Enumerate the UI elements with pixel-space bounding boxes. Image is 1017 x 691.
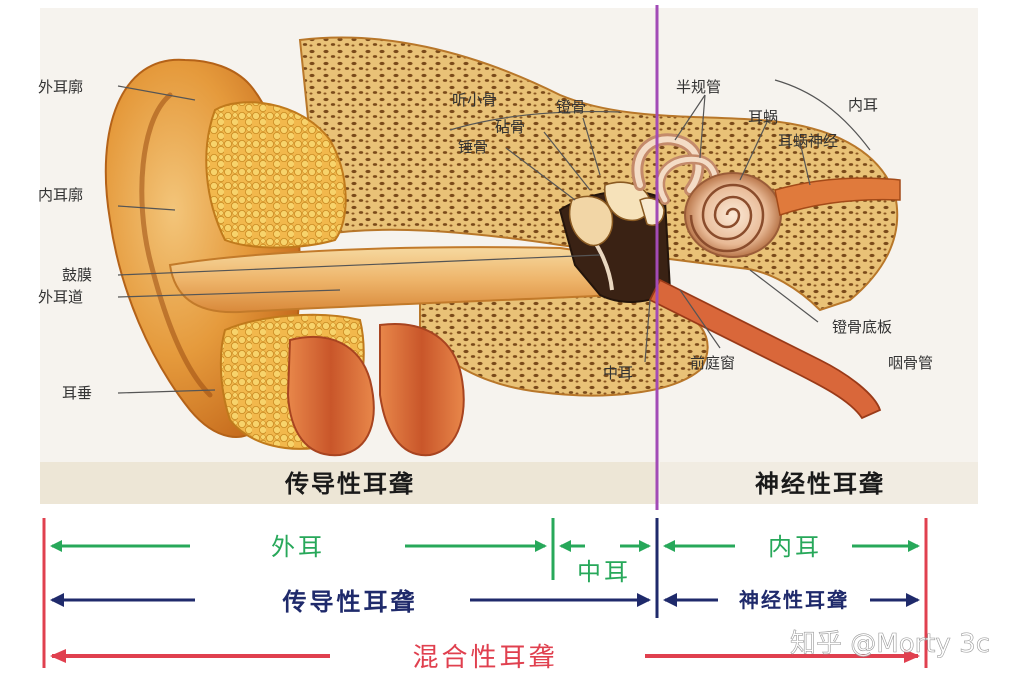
range-label-inner-ear: 内耳 — [768, 533, 822, 561]
muscle-left — [286, 335, 375, 457]
ear-illustration: 外耳廓 内耳廓 鼓膜 外耳道 耳垂 听小骨 镫骨 砧骨 锤骨 半规管 内耳 耳蜗… — [38, 36, 933, 457]
label-earlobe: 耳垂 — [62, 384, 92, 402]
label-middle-ear: 中耳 — [603, 364, 633, 382]
label-inner-auricle: 内耳廓 — [38, 186, 83, 204]
caption-band-right — [660, 462, 978, 504]
label-inner-ear-top: 内耳 — [848, 96, 878, 114]
label-outer-auricle: 外耳廓 — [38, 78, 83, 96]
label-incus: 砧骨 — [495, 118, 525, 136]
label-leader-lines — [117, 79, 871, 394]
label-stapes: 镫骨 — [556, 98, 586, 116]
cochlea-shape — [684, 172, 782, 258]
label-ear-canal: 外耳道 — [38, 288, 83, 306]
ear-canal-shape — [168, 246, 617, 314]
range-label-conductive: 传导性耳聋 — [282, 588, 418, 616]
range-arrows: 外耳 中耳 内耳 传导性耳聋 神经性耳聋 混合性耳聋 — [42, 518, 928, 673]
range-label-sensorineural: 神经性耳聋 — [739, 588, 849, 612]
label-malleus: 锤骨 — [458, 138, 488, 156]
label-cochlea: 耳蜗 — [748, 108, 778, 126]
range-label-middle-ear: 中耳 — [577, 558, 631, 586]
muscle-right — [379, 323, 465, 457]
label-vestibular-window: 前庭窗 — [690, 354, 735, 372]
range-label-outer-ear: 外耳 — [271, 533, 325, 561]
watermark: 知乎 @Morty 3c — [790, 629, 990, 659]
caption-band-left — [40, 462, 658, 504]
cochlear-nerve-shape — [774, 177, 901, 216]
eustachian-tube-shape — [648, 278, 882, 420]
range-label-mixed: 混合性耳聋 — [412, 643, 557, 673]
upper-cartilage — [205, 101, 347, 249]
label-semicircular-canals: 半规管 — [676, 78, 721, 96]
caption-sensorineural: 神经性耳聋 — [755, 470, 885, 498]
caption-conductive: 传导性耳聋 — [284, 470, 415, 498]
auricle-rim-shadow — [139, 92, 213, 398]
label-stapes-footplate: 镫骨底板 — [832, 318, 892, 336]
label-ossicles: 听小骨 — [452, 91, 497, 109]
label-eardrum: 鼓膜 — [62, 266, 92, 284]
label-cochlear-nerve: 耳蜗神经 — [778, 132, 838, 150]
label-eustachian-tube: 咽骨管 — [888, 354, 933, 372]
malleus-shape — [569, 195, 614, 247]
